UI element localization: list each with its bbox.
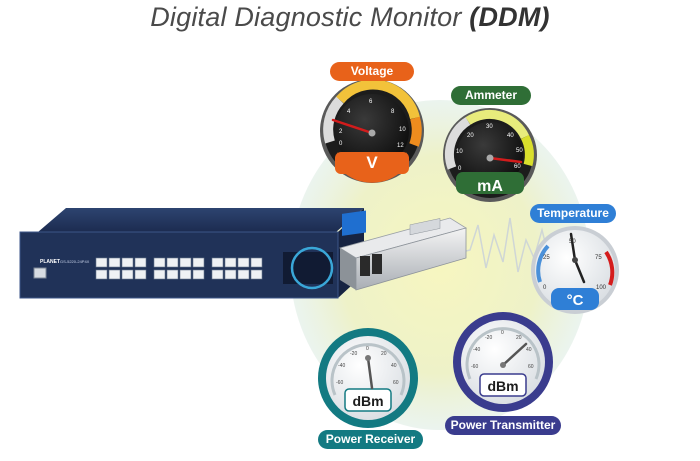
ammeter-gauge: [443, 108, 537, 202]
temperature-tick: 25: [543, 255, 550, 261]
ammeter-tick: 30: [486, 124, 493, 130]
power-transmitter-label: Power Transmitter: [445, 416, 561, 435]
temperature-label: Temperature: [530, 204, 616, 223]
temperature-tick: 100: [596, 285, 607, 291]
console-port: [33, 267, 47, 279]
sfp-module: [339, 210, 467, 291]
voltage-gauge: [320, 79, 424, 183]
temperature-unit: °C: [567, 292, 584, 309]
power-receiver-gauge: [318, 328, 418, 428]
ammeter-tick: 0: [458, 166, 462, 172]
ammeter-tick: 60: [514, 164, 521, 170]
voltage-tick: 6: [369, 99, 373, 105]
temperature-tick: 0: [543, 285, 547, 291]
ammeter-tick: 40: [507, 133, 514, 139]
receiver-tick: 60: [393, 380, 399, 386]
rj45-ports: [95, 257, 263, 280]
voltage-tick: 8: [391, 109, 395, 115]
voltage-tick: 0: [339, 141, 343, 147]
ammeter-unit: mA: [477, 178, 503, 195]
power-transmitter-gauge: [453, 312, 553, 412]
transmitter-tick: 60: [528, 364, 534, 370]
receiver-tick: 40: [391, 363, 397, 369]
receiver-unit: dBm: [352, 393, 383, 409]
page-title: Digital Diagnostic Monitor (DDM): [150, 2, 550, 32]
receiver-tick: 0: [366, 346, 369, 352]
temperature-tick: 50: [569, 239, 576, 245]
voltage-label: Voltage: [330, 62, 414, 81]
receiver-tick: -40: [338, 363, 345, 369]
voltage-tick: 10: [399, 127, 406, 133]
transmitter-tick: 40: [526, 347, 532, 353]
ammeter-tick: 20: [467, 133, 474, 139]
transmitter-tick: -20: [485, 335, 492, 341]
temperature-gauge: [531, 226, 619, 314]
transmitter-tick: 0: [501, 330, 504, 336]
sfp-highlight-circle: [290, 246, 334, 290]
transmitter-unit: dBm: [487, 378, 518, 394]
transmitter-tick: -60: [471, 364, 478, 370]
voltage-unit: V: [366, 153, 378, 172]
switch-model: GS-5220-24P4X: [60, 259, 90, 264]
receiver-tick: 20: [381, 351, 387, 357]
transmitter-tick: 20: [516, 335, 522, 341]
switch-brand: PLANET: [40, 259, 60, 265]
sfp-slot-area: [283, 252, 333, 284]
power-receiver-label: Power Receiver: [318, 430, 423, 449]
voltage-tick: 2: [339, 129, 343, 135]
voltage-tick: 4: [347, 109, 351, 115]
temperature-tick: 75: [595, 255, 602, 261]
receiver-tick: -20: [350, 351, 357, 357]
receiver-tick: -60: [336, 380, 343, 386]
ammeter-label: Ammeter: [451, 86, 531, 105]
transmitter-tick: -40: [473, 347, 480, 353]
ammeter-tick: 10: [456, 149, 463, 155]
voltage-tick: 12: [397, 143, 404, 149]
ammeter-tick: 50: [516, 148, 523, 154]
